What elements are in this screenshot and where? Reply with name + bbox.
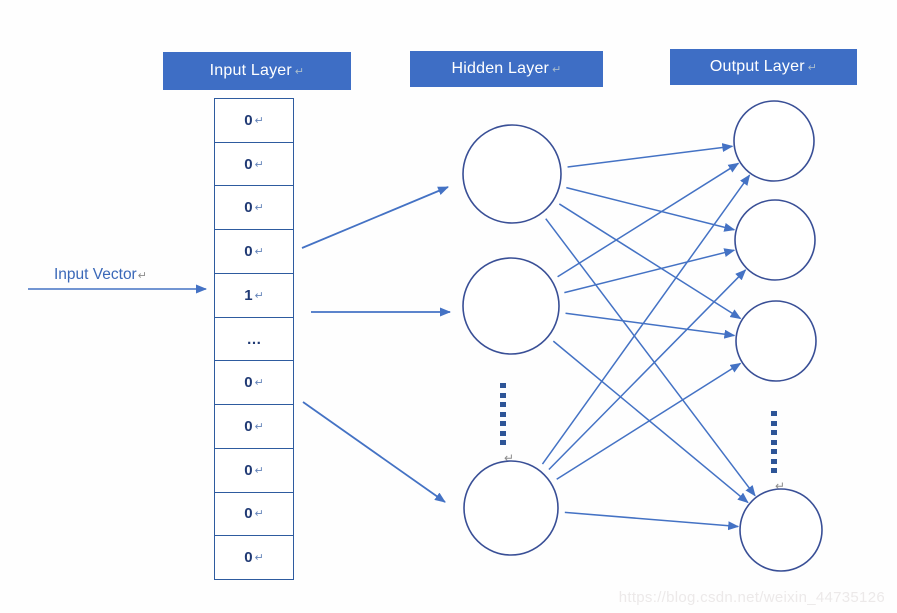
hidden-to-output-arrow <box>565 312 736 339</box>
input-vector-cell-value: 0 <box>244 374 253 392</box>
ellipsis-dot <box>500 421 506 426</box>
ellipsis-dot <box>771 468 777 473</box>
input-vector-cell-value: 0 <box>244 505 253 523</box>
return-mark-icon: ↵ <box>254 508 264 521</box>
hidden-to-output-arrow <box>557 162 740 278</box>
ellipsis-dot <box>500 430 506 436</box>
input-vector-cell-value: 0 <box>244 549 253 567</box>
input-layer-header: Input Layer ↵ <box>163 52 351 90</box>
hidden-to-output-arrow <box>564 248 736 294</box>
input-vector-cell: 0↵ <box>215 404 293 448</box>
input-vector-cell-value: 0 <box>244 199 253 217</box>
return-mark-icon: ↵ <box>807 61 818 74</box>
return-mark-icon: ↵ <box>254 114 264 127</box>
hidden-layer-node <box>462 257 560 355</box>
output-layer-node <box>739 488 823 572</box>
ellipsis-dot <box>771 411 777 416</box>
output-layer-node <box>733 100 815 182</box>
watermark: https://blog.csdn.net/weixin_44735126 <box>618 589 885 606</box>
hidden-to-output-arrow <box>567 143 734 168</box>
input-to-hidden-arrow <box>302 401 446 503</box>
ellipsis-dot <box>500 440 506 445</box>
input-vector-label-text: Input Vector <box>54 266 137 283</box>
hidden-layer-header-label: Hidden Layer <box>451 60 550 77</box>
return-mark-icon: ↵ <box>552 63 562 76</box>
input-vector-column: 0↵0↵0↵0↵1↵…0↵0↵0↵0↵0↵ <box>214 98 294 580</box>
return-mark-icon: ↵ <box>254 552 264 565</box>
hidden-layer-node <box>462 124 562 224</box>
hidden-to-output-arrow <box>541 174 751 465</box>
input-vector-cell-value: 0 <box>244 155 253 173</box>
input-vector-cell: 0↵ <box>215 99 293 142</box>
input-vector-cell: 0↵ <box>215 535 293 579</box>
ellipsis-dot <box>771 458 777 464</box>
ellipsis-dot <box>771 420 777 426</box>
ellipsis-dot <box>500 392 506 398</box>
return-mark-icon: ↵ <box>504 450 515 465</box>
input-vector-cell: 1↵ <box>215 272 293 317</box>
ellipsis-dot <box>771 430 777 435</box>
input-vector-cell: 0↵ <box>215 141 293 186</box>
input-vector-label: Input Vector↵ <box>54 266 147 284</box>
ellipsis-dot <box>771 439 777 445</box>
ellipsis-dot <box>500 383 506 388</box>
output-layer-node <box>735 300 817 382</box>
return-mark-icon: ↵ <box>254 464 264 477</box>
return-mark-icon: ↵ <box>254 421 264 433</box>
hidden-layer-header: Hidden Layer ↵ <box>410 51 603 87</box>
return-mark-icon: ↵ <box>254 246 264 259</box>
input-layer-header-label: Input Layer <box>209 62 292 79</box>
input-vector-cell: 0↵ <box>215 447 293 492</box>
hidden-to-output-arrow <box>564 511 740 531</box>
hidden-layer-node <box>463 460 559 556</box>
hidden-to-output-arrow <box>566 186 736 232</box>
output-layer-header: Output Layer ↵ <box>670 49 857 85</box>
return-mark-icon: ↵ <box>294 65 305 78</box>
return-mark-icon: ↵ <box>254 202 264 215</box>
input-vector-cell: 0↵ <box>215 360 293 404</box>
input-to-hidden-arrow <box>301 186 449 249</box>
ellipsis-dot <box>500 411 506 417</box>
input-vector-cell-value: … <box>246 330 262 348</box>
input-vector-cell: … <box>215 316 293 361</box>
hidden-to-output-arrow <box>548 269 747 471</box>
hidden-to-output-arrow <box>558 203 742 320</box>
ellipsis-dot <box>500 402 506 407</box>
input-vector-cell: 0↵ <box>215 229 293 273</box>
input-vector-cell: 0↵ <box>215 491 293 536</box>
input-vector-cell-value: 0 <box>244 111 253 129</box>
output-layer-node <box>734 199 816 281</box>
hidden-to-output-arrow <box>552 340 749 504</box>
return-mark-icon: ↵ <box>254 289 264 302</box>
hidden-to-output-arrow <box>556 362 742 480</box>
input-vector-cell-value: 0 <box>244 418 253 435</box>
ellipsis-dot <box>771 449 777 454</box>
hidden-to-output-arrow <box>545 218 756 497</box>
return-mark-icon: ↵ <box>137 270 147 282</box>
input-vector-cell-value: 0 <box>244 243 253 261</box>
input-vector-cell-value: 1 <box>244 286 253 304</box>
return-mark-icon: ↵ <box>775 478 786 493</box>
return-mark-icon: ↵ <box>254 377 264 390</box>
input-vector-cell-value: 0 <box>244 461 253 479</box>
return-mark-icon: ↵ <box>254 158 264 171</box>
input-vector-cell: 0↵ <box>215 185 293 229</box>
output-layer-header-label: Output Layer <box>709 58 805 75</box>
